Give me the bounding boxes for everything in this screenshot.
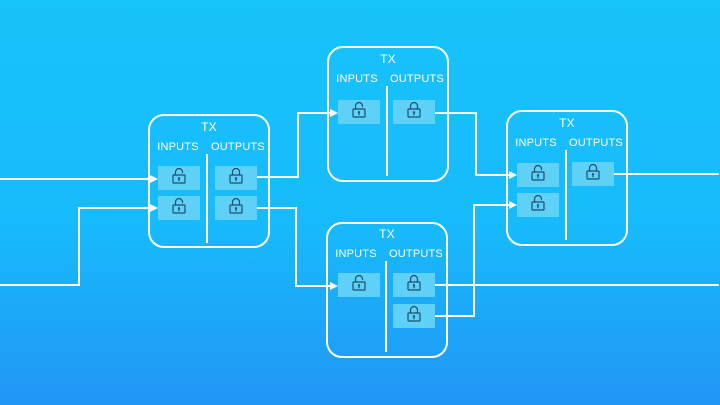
arrow-head — [330, 282, 338, 290]
outputs-label: OUTPUTS — [389, 248, 443, 260]
output-slot — [393, 304, 435, 328]
tx-box-a — [148, 114, 270, 248]
output-slot — [215, 166, 257, 190]
outputs-label: OUTPUTS — [569, 137, 623, 149]
connector-a-to-b — [256, 112, 331, 178]
connector-c-to-d — [434, 204, 510, 317]
locked-lock-icon — [407, 305, 421, 327]
tx-box-d — [506, 110, 628, 246]
input-slot — [517, 163, 559, 187]
column-divider — [565, 150, 567, 240]
output-slot — [393, 100, 435, 124]
unlocked-lock-icon — [352, 101, 366, 123]
outputs-label: OUTPUTS — [390, 73, 444, 85]
unlocked-lock-icon — [352, 274, 366, 296]
input-slot — [158, 196, 200, 220]
tx-box-b — [327, 46, 449, 182]
input-slot — [338, 273, 380, 297]
connector-b-to-d — [434, 112, 510, 176]
column-divider — [206, 154, 208, 243]
input-slot — [158, 166, 200, 190]
locked-lock-icon — [229, 197, 243, 219]
tx-title: TX — [379, 227, 395, 241]
tx-box-c — [326, 222, 448, 358]
input-slot — [338, 100, 380, 124]
tx-title: TX — [559, 116, 575, 130]
inputs-label: INPUTS — [336, 73, 378, 85]
unlocked-lock-icon — [172, 167, 186, 189]
column-divider — [385, 261, 387, 352]
arrow-head — [509, 201, 517, 209]
output-slot — [572, 162, 614, 186]
arrow-head — [150, 175, 158, 183]
inputs-label: INPUTS — [515, 137, 557, 149]
tx-title: TX — [380, 52, 396, 66]
arrow-head — [509, 171, 517, 179]
outputs-label: OUTPUTS — [211, 141, 265, 153]
column-divider — [386, 86, 388, 176]
unlocked-lock-icon — [531, 194, 545, 216]
unlocked-lock-icon — [172, 197, 186, 219]
arrow-head — [330, 109, 338, 117]
input-slot — [517, 193, 559, 217]
output-slot — [393, 273, 435, 297]
inputs-label: INPUTS — [335, 248, 377, 260]
locked-lock-icon — [407, 274, 421, 296]
locked-lock-icon — [229, 167, 243, 189]
incoming-line-2 — [0, 207, 151, 286]
output-slot — [215, 196, 257, 220]
arrow-head — [150, 204, 158, 212]
tx-title: TX — [201, 120, 217, 134]
inputs-label: INPUTS — [157, 141, 199, 153]
connector-a-to-c — [256, 207, 331, 287]
locked-lock-icon — [586, 163, 600, 185]
unlocked-lock-icon — [531, 164, 545, 186]
locked-lock-icon — [407, 101, 421, 123]
